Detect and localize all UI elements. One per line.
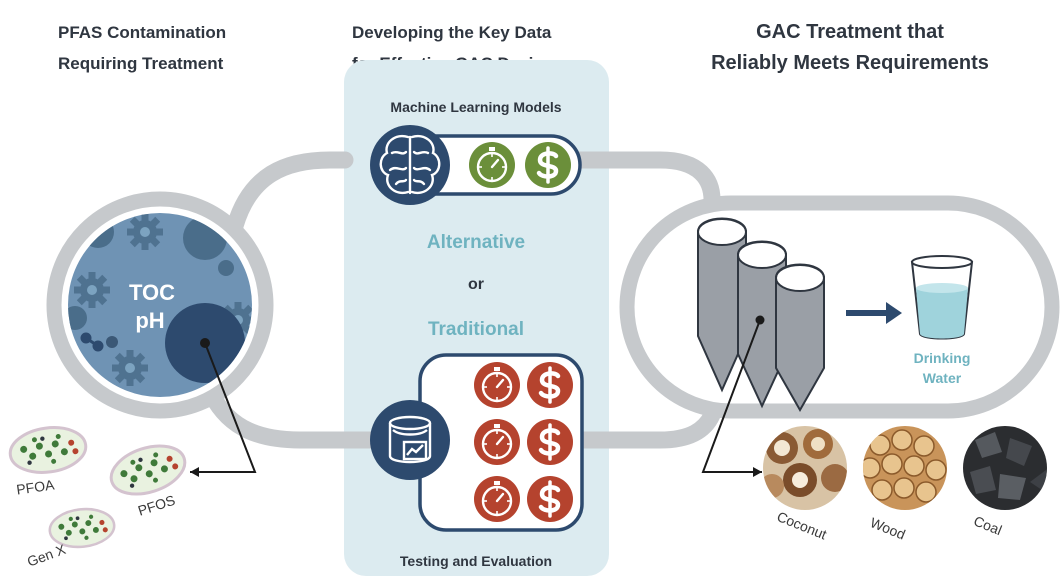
media-label-wood: Wood [868, 514, 908, 542]
traditional-testing-box [370, 353, 584, 532]
water-sample-circle: TOC pH [46, 191, 274, 419]
left-header-line2: Requiring Treatment [58, 54, 224, 73]
treatment-arrow [846, 302, 902, 324]
traditional-label: Traditional [428, 319, 524, 340]
ph-label: pH [135, 308, 164, 333]
alternative-label: Alternative [427, 232, 525, 253]
pfas-molecule-pfos: PFOS [103, 435, 193, 519]
top-loop-track [226, 151, 354, 235]
media-label-coconut: Coconut [775, 508, 829, 542]
pfas-molecule-genx: Gen X [25, 504, 118, 570]
pfas-molecule-pfoa: PFOA [5, 421, 91, 498]
treatment-stadium [619, 195, 1060, 419]
tank-icon [370, 400, 450, 480]
media-pointer-arrow [701, 315, 765, 477]
bottom-loop-track [203, 386, 409, 449]
toc-label: TOC [129, 280, 175, 305]
molecule-label-pfos: PFOS [136, 492, 177, 519]
or-label: or [468, 276, 484, 293]
drinking-label: Drinking [914, 350, 971, 366]
top-loop-track-right [571, 151, 721, 209]
water-label: Water [923, 370, 962, 386]
media-coconut: Coconut [763, 426, 847, 543]
contaminant-pointer-arrow [190, 338, 257, 477]
media-coal: Coal [963, 426, 1047, 539]
right-header-line2: Reliably Meets Requirements [711, 52, 989, 74]
bottom-loop-track-right [571, 406, 721, 449]
molecule-label-pfoa: PFOA [15, 476, 56, 497]
middle-header-line1: Developing the Key Data [352, 23, 552, 42]
ml-model-pill [370, 125, 582, 205]
gac-columns-icon [697, 217, 825, 413]
left-header-line1: PFAS Contamination [58, 23, 227, 42]
left-header: PFAS Contamination Requiring Treatment [58, 17, 308, 79]
molecule-label-genx: Gen X [25, 541, 68, 570]
media-wood: Wood [863, 426, 947, 543]
water-glass-icon [910, 255, 974, 340]
media-label-coal: Coal [972, 513, 1005, 539]
right-header-line1: GAC Treatment that [756, 21, 944, 43]
ml-models-label: Machine Learning Models [390, 99, 561, 115]
right-header: GAC Treatment that Reliably Meets Requir… [665, 17, 1035, 79]
testing-evaluation-label: Testing and Evaluation [400, 553, 552, 569]
